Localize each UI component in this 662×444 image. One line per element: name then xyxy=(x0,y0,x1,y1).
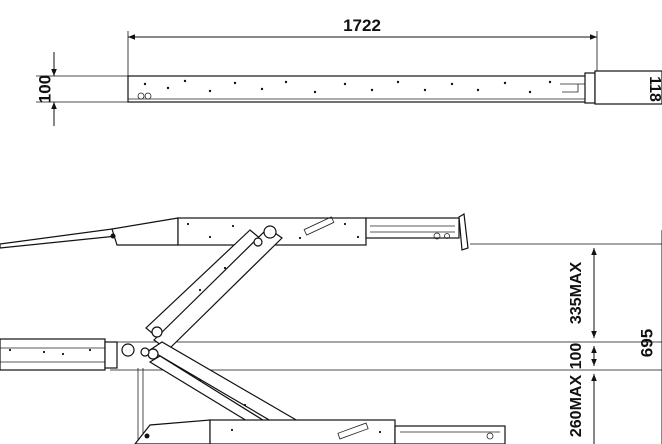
lower-platform xyxy=(134,419,506,444)
upper-platform xyxy=(0,213,469,251)
platform-height-right-label: 118 xyxy=(646,76,662,102)
top-view: 1722 100 xyxy=(35,16,662,126)
platform-height-label: 100 xyxy=(35,75,54,103)
rail-end-plate xyxy=(594,70,662,105)
total-height-label: 695 xyxy=(637,329,656,357)
lift-upper-label: 335MAX xyxy=(568,262,585,325)
middle-platform xyxy=(0,338,150,371)
rail-holes xyxy=(143,79,552,94)
side-view: 335MAX 100 260MAX 695 xyxy=(0,213,662,444)
scissor-arms xyxy=(137,225,311,444)
length-dimension-label: 1722 xyxy=(343,16,381,35)
rail-plan xyxy=(127,75,591,103)
lift-lower-label: 260MAX xyxy=(568,375,585,438)
lift-middle-label: 100 xyxy=(568,343,585,370)
height-dimensions: 335MAX 100 260MAX 695 xyxy=(568,230,662,444)
